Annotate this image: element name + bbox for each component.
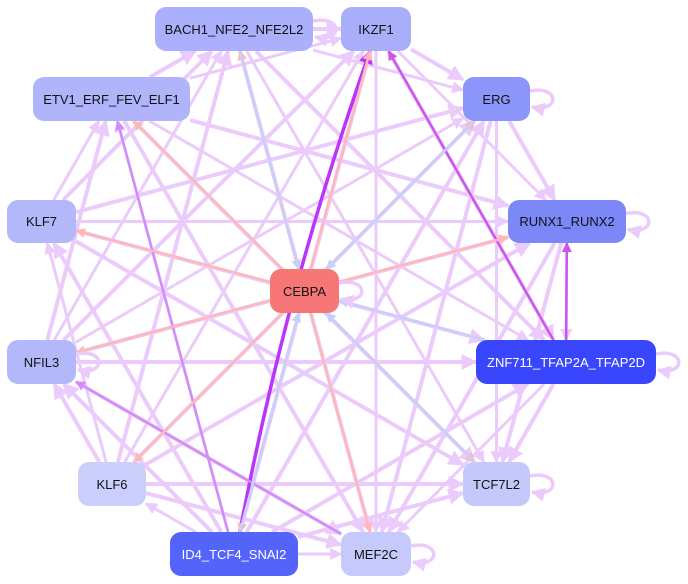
edge-KLF6-ID4_TCF4_SNAI2: [144, 502, 197, 534]
node-znf711-tfap2a-tfap2d[interactable]: ZNF711_TFAP2A_TFAP2D: [476, 340, 656, 384]
edge-TCF7L2-ID4_TCF4_SNAI2: [297, 488, 465, 539]
edge-CEBPA-IKZF1: [309, 50, 373, 270]
edge-IKZF1-KLF6: [123, 49, 365, 463]
edge-ERG-ID4_TCF4_SNAI2: [244, 119, 486, 533]
self-loop-MEF2C: [410, 543, 436, 572]
edge-TCF7L2-CEBPA: [325, 312, 476, 463]
self-loop-ERG: [529, 88, 555, 117]
node-bach1-nfe2-nfe2l2[interactable]: BACH1_NFE2_NFE2L2: [155, 7, 313, 51]
node-label: MEF2C: [353, 546, 399, 562]
self-loop-TCF7L2: [529, 473, 555, 502]
node-label: KLF7: [25, 214, 58, 229]
edge-ZNF711_TFAP2A_TFAP2D-TCF7L2: [507, 383, 556, 464]
node-label: ETV1_ERF_FEV_ELF1: [43, 91, 180, 107]
edge-ETV1_ERF_FEV_ELF1-KLF7: [52, 119, 101, 201]
edge-CEBPA-KLF7: [75, 228, 271, 284]
edge-ERG-RUNX1_RUNX2: [507, 120, 557, 202]
self-loop-ZNF711_TFAP2A_TFAP2D: [655, 351, 681, 380]
node-label: KLF6: [96, 476, 128, 492]
node-label: RUNX1_RUNX2: [519, 214, 615, 229]
edge-ZNF711_TFAP2A_TFAP2D-CEBPA: [338, 297, 486, 342]
node-ikzf1[interactable]: IKZF1: [341, 7, 411, 51]
edge-NFIL3-KLF6: [52, 382, 102, 464]
node-label: CEBPA: [282, 283, 327, 299]
edge-CEBPA-NFIL3: [75, 299, 271, 356]
node-label: BACH1_NFE2_NFE2L2: [164, 21, 304, 37]
node-id4-tcf4-snai2[interactable]: ID4_TCF4_SNAI2: [170, 532, 298, 576]
edge-ETV1_ERF_FEV_ELF1-ZNF711_TFAP2A_TFAP2D: [148, 119, 530, 342]
node-label: TCF7L2: [473, 476, 520, 492]
edge-BACH1_NFE2_NFE2L2-CEBPA: [238, 50, 302, 270]
node-label: ERG: [482, 91, 511, 107]
node-runx1-runx2[interactable]: RUNX1_RUNX2: [508, 200, 626, 243]
edge-MEF2C-NFIL3: [75, 380, 342, 535]
node-cebpa[interactable]: CEBPA: [270, 269, 339, 313]
edge-CEBPA-MEF2C: [309, 312, 373, 533]
edge-ETV1_ERF_FEV_ELF1-RUNX1_RUNX2: [189, 118, 510, 210]
node-klf6[interactable]: KLF6: [78, 462, 146, 506]
node-etv1-erf-fev-elf1[interactable]: ETV1_ERF_FEV_ELF1: [33, 77, 190, 121]
node-erg[interactable]: ERG: [463, 77, 530, 121]
self-loop-RUNX1_RUNX2: [625, 210, 651, 239]
edge-ZNF711_TFAP2A_TFAP2D-ID4_TCF4_SNAI2: [271, 382, 530, 534]
node-label: ZNF711_TFAP2A_TFAP2D: [487, 354, 645, 370]
node-nfil3[interactable]: NFIL3: [7, 340, 76, 384]
edge-ID4_TCF4_SNAI2-CEBPA: [238, 312, 302, 533]
self-loop-CEBPA: [338, 280, 364, 309]
self-loop-NFIL3: [75, 351, 101, 380]
node-label: IKZF1: [358, 21, 394, 37]
edge-CEBPA-ETV1_ERF_FEV_ELF1: [132, 120, 284, 270]
edge-BACH1_NFE2_NFE2L2-ETV1_ERF_FEV_ELF1: [149, 49, 197, 79]
edge-ERG-NFIL3: [75, 117, 465, 344]
edge-KLF7-TCF7L2: [75, 239, 465, 467]
node-label: NFIL3: [23, 354, 60, 370]
edge-ZNF711_TFAP2A_TFAP2D-RUNX1_RUNX2: [561, 242, 572, 341]
node-mef2c[interactable]: MEF2C: [341, 532, 411, 576]
edge-IKZF1-ERG: [409, 47, 465, 82]
edge-CEBPA-RUNX1_RUNX2: [338, 234, 509, 284]
edge-CEBPA-KLF6: [133, 312, 284, 463]
node-klf7[interactable]: KLF7: [7, 200, 76, 243]
edge-BACH1_NFE2_NFE2L2-ERG: [312, 48, 465, 94]
node-label: ID4_TCF4_SNAI2: [181, 546, 287, 562]
edge-ERG-CEBPA: [325, 120, 476, 270]
edge-RUNX1_RUNX2-KLF6: [145, 241, 532, 467]
node-tcf7l2[interactable]: TCF7L2: [463, 462, 530, 506]
edge-ZNF711_TFAP2A_TFAP2D-IKZF1: [387, 50, 555, 341]
self-loop-BACH1_NFE2_NFE2L2: [312, 18, 338, 47]
